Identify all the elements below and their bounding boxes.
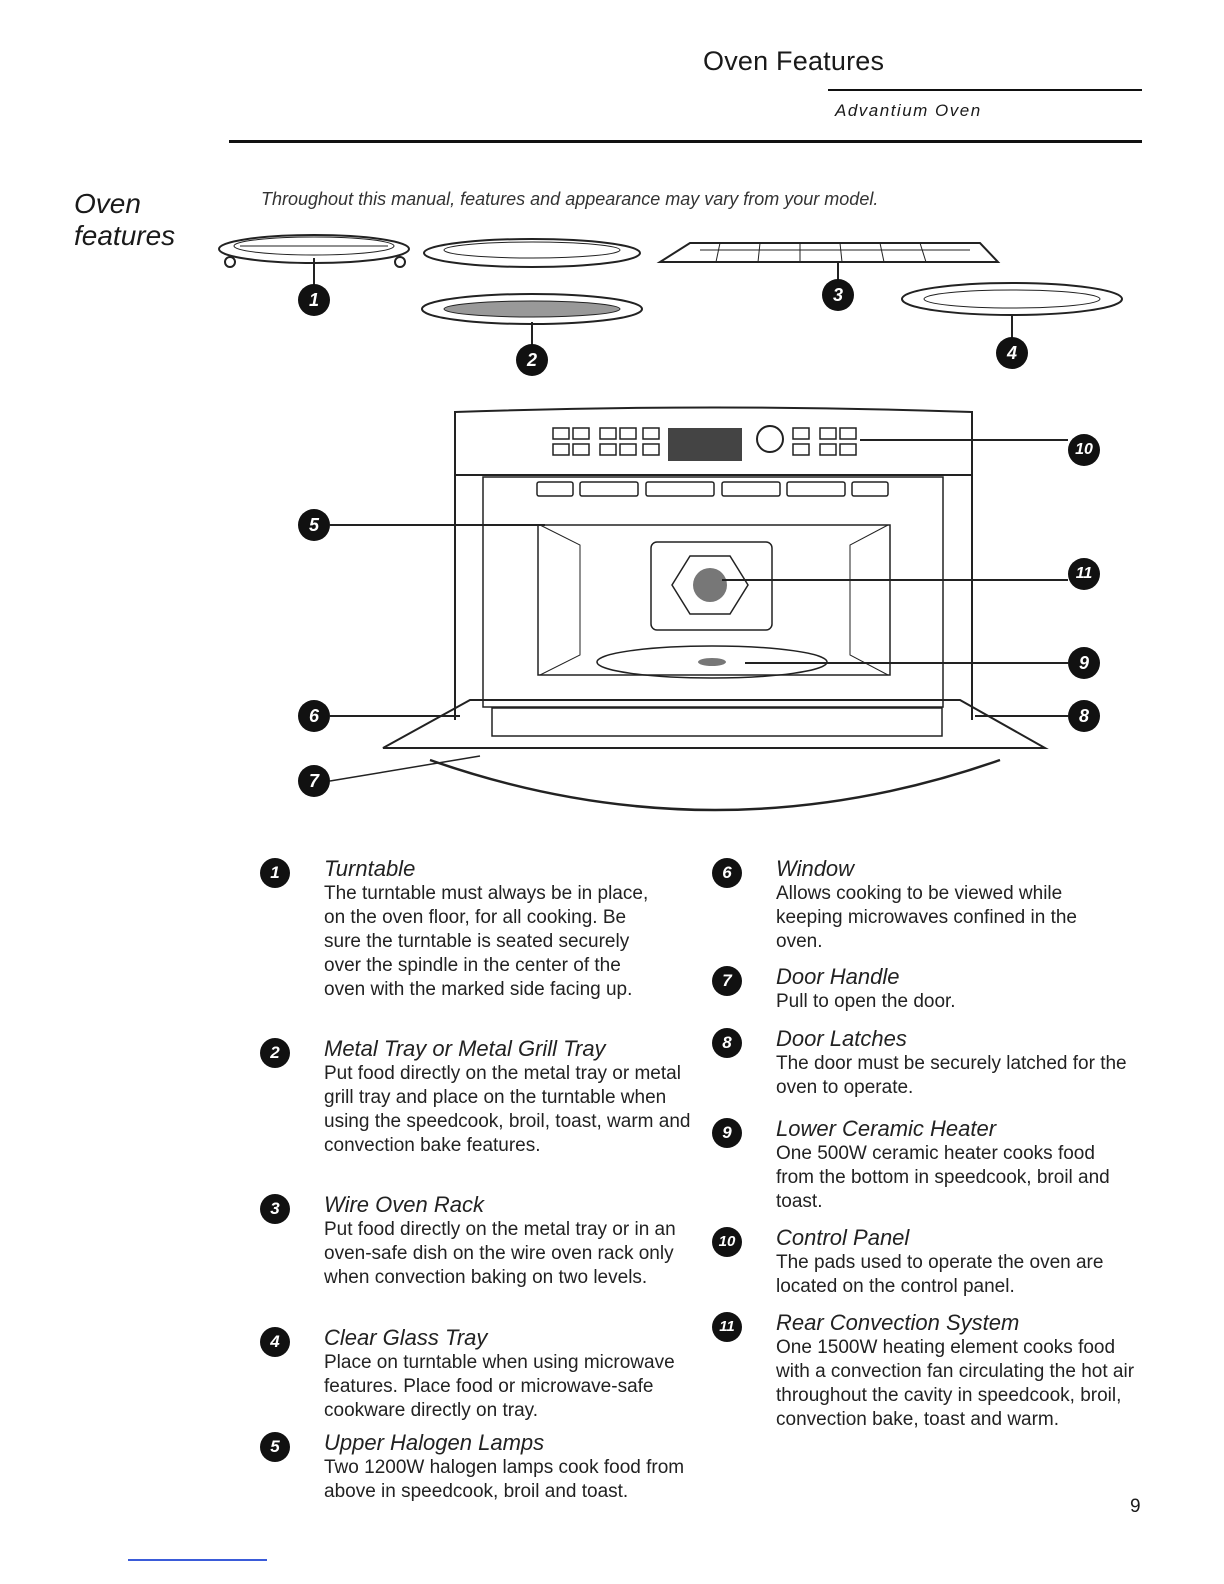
- feature-description: The door must be securely latched for th…: [776, 1053, 1127, 1098]
- feature-title: Window: [776, 856, 855, 881]
- footer-link-rule: [128, 1559, 267, 1561]
- oven-body-illustration: [382, 406, 1049, 812]
- feature-title: Lower Ceramic Heater: [776, 1116, 997, 1141]
- feature-description: Pull to open the door.: [776, 991, 956, 1012]
- metal-tray-illustration: [421, 238, 643, 345]
- feature-convection-system: 11 Rear Convection System One 1500W heat…: [712, 1310, 1156, 1432]
- oven-diagram: [218, 234, 1123, 812]
- feature-number-badge: 7: [712, 966, 742, 996]
- feature-title: Rear Convection System: [776, 1310, 1020, 1335]
- feature-number-badge: 8: [712, 1028, 742, 1058]
- feature-title: Clear Glass Tray: [324, 1325, 488, 1350]
- feature-glass-tray: 4 Clear Glass Tray Place on turntable wh…: [260, 1325, 704, 1423]
- feature-title: Control Panel: [776, 1225, 910, 1250]
- feature-number-badge: 10: [712, 1227, 742, 1257]
- section-title: Oven features: [74, 188, 176, 251]
- feature-title: Upper Halogen Lamps: [324, 1430, 545, 1455]
- intro-text: Throughout this manual, features and app…: [261, 189, 879, 209]
- feature-number-badge: 3: [260, 1194, 290, 1224]
- feature-description: Put food directly on the metal tray or m…: [324, 1063, 691, 1156]
- page-number: 9: [1130, 1496, 1141, 1517]
- feature-control-panel: 10 Control Panel The pads used to operat…: [712, 1225, 1156, 1299]
- header-title: Oven Features: [703, 46, 885, 76]
- feature-door-latches: 8 Door Latches The door must be securely…: [712, 1026, 1156, 1100]
- feature-number-badge: 2: [260, 1038, 290, 1068]
- feature-description: The pads used to operate the oven are lo…: [776, 1252, 1104, 1297]
- feature-title: Door Handle: [776, 964, 900, 989]
- feature-number-badge: 6: [712, 858, 742, 888]
- feature-number-badge: 5: [260, 1432, 290, 1462]
- feature-number-badge: 9: [712, 1118, 742, 1148]
- feature-description: Two 1200W halogen lamps cook food from a…: [324, 1457, 685, 1502]
- feature-metal-tray: 2 Metal Tray or Metal Grill Tray Put foo…: [260, 1036, 704, 1158]
- glass-tray-illustration: [901, 282, 1123, 338]
- leader-lines: [329, 439, 1068, 782]
- feature-description: Put food directly on the metal tray or i…: [324, 1219, 676, 1288]
- feature-wire-rack: 3 Wire Oven Rack Put food directly on th…: [260, 1192, 704, 1290]
- header-rule-short: [828, 89, 1142, 91]
- feature-description: The turntable must always be in place, o…: [324, 883, 649, 1000]
- feature-description: One 500W ceramic heater cooks food from …: [776, 1143, 1110, 1212]
- feature-number-badge: 11: [712, 1312, 742, 1342]
- header-subtitle: Advantium Oven: [835, 101, 982, 120]
- feature-door-handle: 7 Door Handle Pull to open the door.: [712, 964, 1156, 1014]
- feature-ceramic-heater: 9 Lower Ceramic Heater One 500W ceramic …: [712, 1116, 1156, 1214]
- feature-title: Wire Oven Rack: [324, 1192, 484, 1217]
- feature-window: 6 Window Allows cooking to be viewed whi…: [712, 856, 1156, 954]
- header-rule-long: [229, 140, 1142, 143]
- feature-description: Allows cooking to be viewed while keepin…: [776, 883, 1078, 952]
- feature-title: Turntable: [324, 856, 416, 881]
- feature-title: Door Latches: [776, 1026, 907, 1051]
- wire-rack-illustration: [656, 242, 1001, 280]
- turntable-illustration: [218, 234, 410, 285]
- feature-description: One 1500W heating element cooks food wit…: [776, 1337, 1135, 1430]
- feature-title: Metal Tray or Metal Grill Tray: [324, 1036, 606, 1061]
- feature-turntable: 1 Turntable The turntable must always be…: [260, 856, 704, 1002]
- feature-halogen-lamps: 5 Upper Halogen Lamps Two 1200W halogen …: [260, 1430, 704, 1504]
- feature-number-badge: 4: [260, 1327, 290, 1357]
- feature-description: Place on turntable when using microwave …: [324, 1352, 675, 1421]
- feature-number-badge: 1: [260, 858, 290, 888]
